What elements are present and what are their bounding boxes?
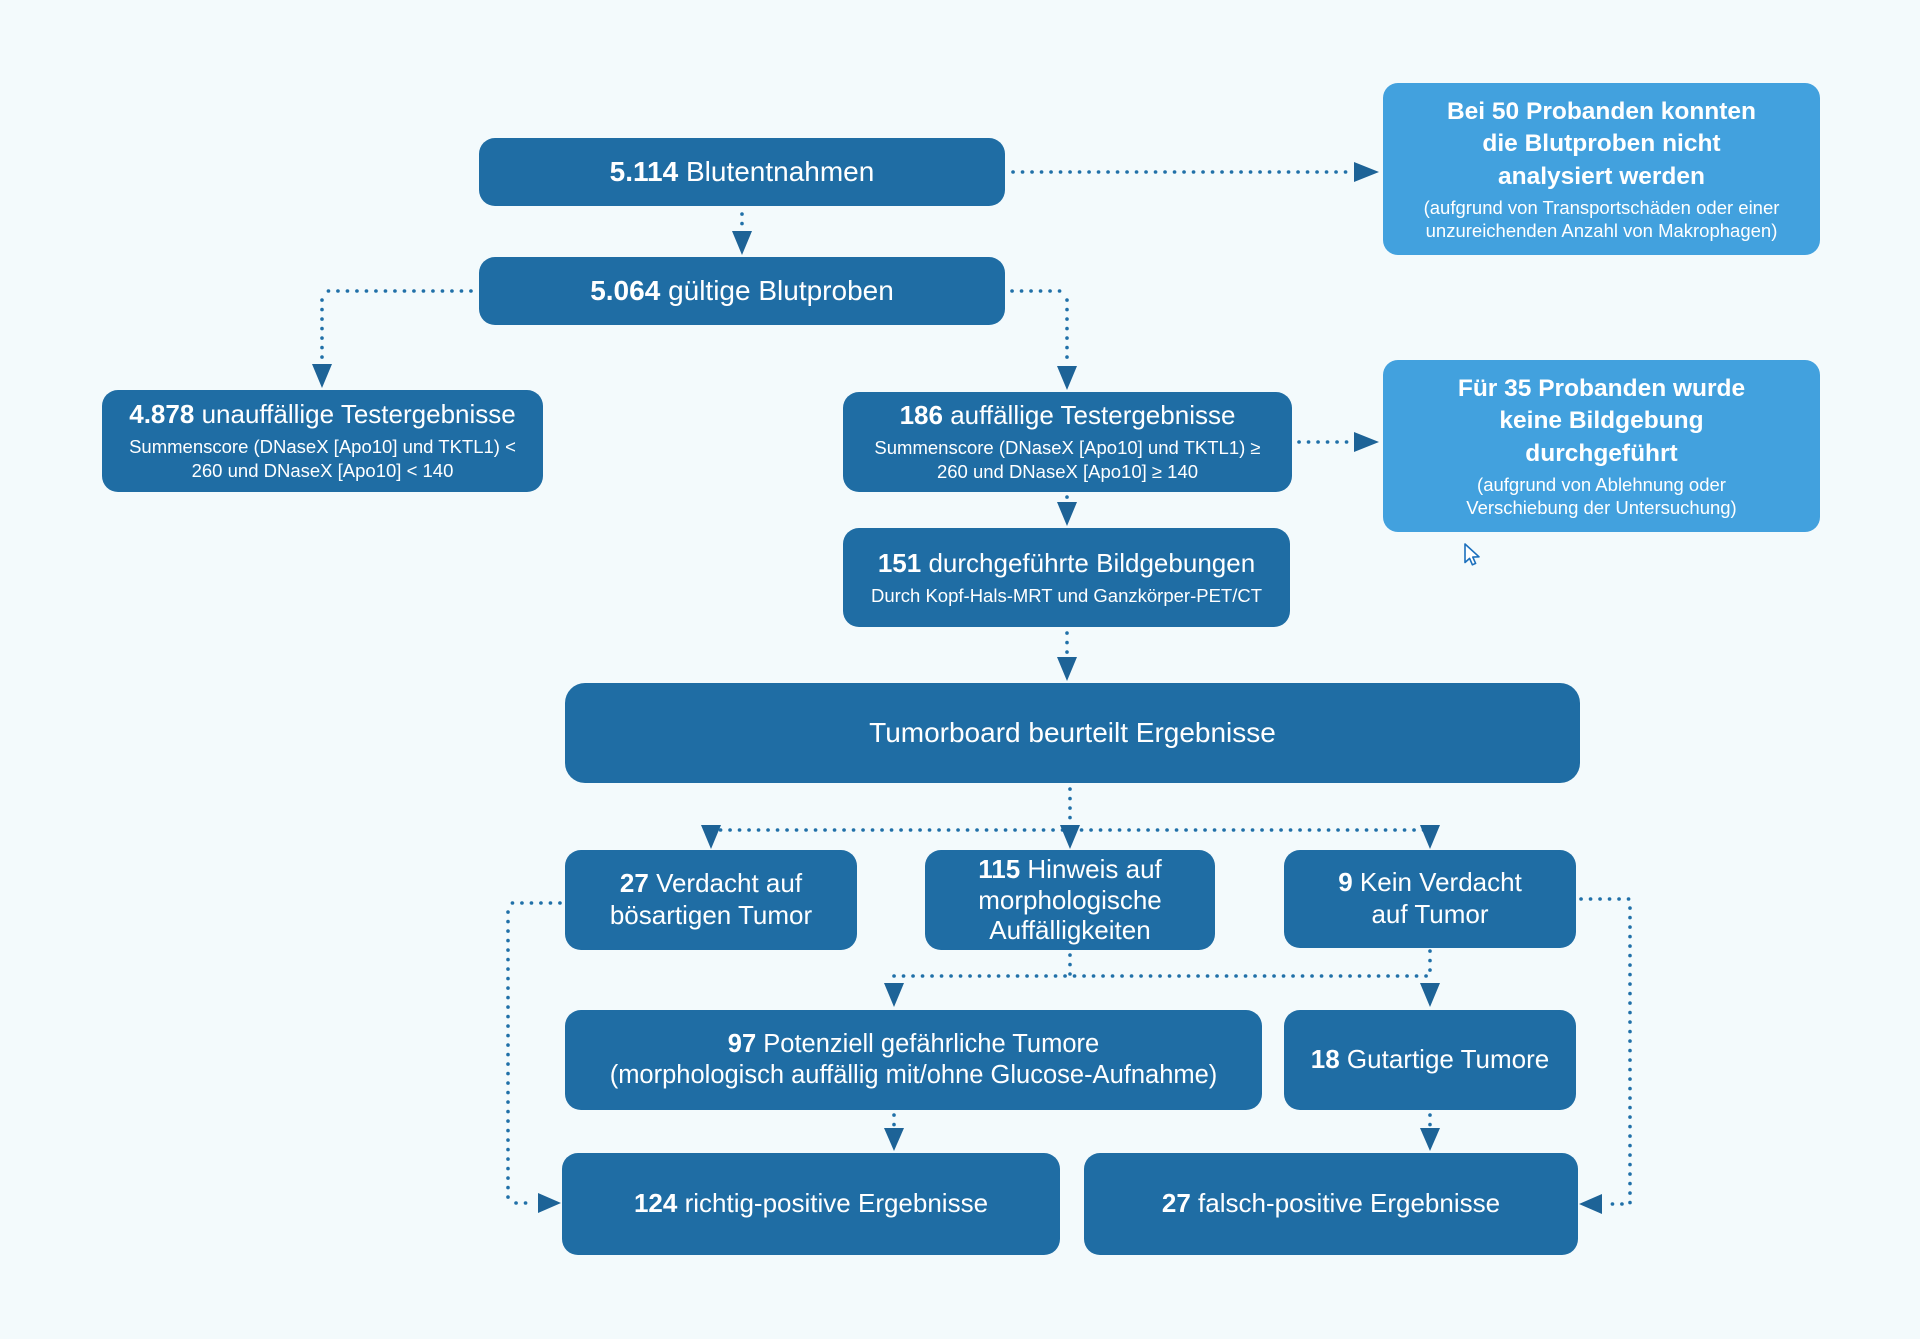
node-number: 124 <box>633 1188 678 1219</box>
node-number: 5.064 <box>590 274 661 306</box>
arrowhead-right <box>538 1193 561 1213</box>
node-blutproben-nicht-analysiert: Bei 50 Probanden konnten die Blutproben … <box>1383 83 1820 255</box>
arrowheads <box>312 162 1602 1214</box>
node-number: 4.878 <box>129 399 195 430</box>
node-label: Hinweis auf morphologische Auffälligkeit… <box>978 854 1162 946</box>
node-number: 186 <box>899 400 943 431</box>
node-subtitle: (morphologisch auffällig mit/ohne Glucos… <box>609 1061 1218 1089</box>
node-subtext: Durch Kopf-Hals-MRT und Ganzkörper-PET/C… <box>870 584 1263 606</box>
node-number: 18 <box>1310 1044 1340 1075</box>
node-label: Potenziell gefährliche Tumore <box>763 1029 1100 1058</box>
arrowhead-down <box>1057 502 1077 526</box>
arrowhead-down <box>1420 825 1440 849</box>
node-subtext: (aufgrund von Ablehnung oder Verschiebun… <box>1466 473 1737 518</box>
node-subtext: Summenscore (DNaseX [Apo10] und TKTL1) <… <box>129 436 516 481</box>
connector-9-27f <box>1579 897 1632 1206</box>
arrowhead-down <box>1420 983 1440 1007</box>
arrowhead-down <box>701 825 721 849</box>
connector-5064-186 <box>1010 289 1069 366</box>
node-tumorboard: Tumorboard beurteilt Ergebnisse <box>565 683 1580 783</box>
node-label: Blutentnahmen <box>685 155 875 187</box>
arrowhead-down <box>1420 1128 1440 1151</box>
arrowhead-right <box>1354 432 1379 452</box>
node-title: Bei 50 Probanden konnten die Blutproben … <box>1446 97 1757 190</box>
node-subtext: Summenscore (DNaseX [Apo10] und TKTL1) ≥… <box>874 437 1261 482</box>
mouse-cursor <box>1464 543 1480 566</box>
node-number: 9 <box>1338 867 1353 898</box>
node-number: 115 <box>978 854 1021 884</box>
arrowhead-down <box>1057 657 1077 681</box>
node-keine-bildgebung: Für 35 Probanden wurde keine Bildgebung … <box>1383 360 1820 532</box>
arrowhead-down <box>884 983 904 1007</box>
node-title: Für 35 Probanden wurde keine Bildgebung … <box>1457 374 1746 467</box>
node-label: falsch-positive Ergebnisse <box>1198 1188 1501 1219</box>
node-label: auffällige Testergebnisse <box>950 400 1236 431</box>
connector-5064-4878 <box>320 289 473 364</box>
node-label: Verdacht auf bösartigen Tumor <box>609 868 813 930</box>
node-number: 27 <box>1161 1188 1191 1219</box>
node-label: durchgeführte Bildgebungen <box>928 547 1256 578</box>
node-label: richtig-positive Ergebnisse <box>684 1188 989 1219</box>
node-label: Tumorboard beurteilt Ergebnisse <box>869 716 1276 748</box>
node-label: Kein Verdacht auf Tumor <box>1359 867 1522 929</box>
node-label: Gutartige Tumore <box>1346 1044 1550 1075</box>
arrowhead-right <box>1354 162 1379 182</box>
node-label: gültige Blutproben <box>668 274 894 306</box>
node-number: 5.114 <box>609 155 679 187</box>
cursor-arrow <box>1464 543 1480 566</box>
dotted-connectors <box>320 170 1632 1206</box>
node-subtext: (aufgrund von Transportschäden oder eine… <box>1423 196 1780 241</box>
node-title: Tumorboard beurteilt Ergebnisse <box>869 716 1276 750</box>
arrowhead-down <box>1060 825 1080 849</box>
arrowhead-down <box>312 364 332 388</box>
node-label: unauffällige Testergebnisse <box>201 399 516 430</box>
arrowhead-down <box>1057 366 1077 390</box>
node-number: 151 <box>877 547 922 578</box>
node-number: 97 <box>727 1029 757 1058</box>
arrowhead-down <box>884 1128 904 1151</box>
connector-27v-124 <box>506 901 562 1205</box>
arrowhead-left <box>1579 1194 1602 1214</box>
node-number: 27 <box>619 868 649 899</box>
arrowhead-down <box>732 231 752 255</box>
connector-115-branch <box>892 949 1432 978</box>
